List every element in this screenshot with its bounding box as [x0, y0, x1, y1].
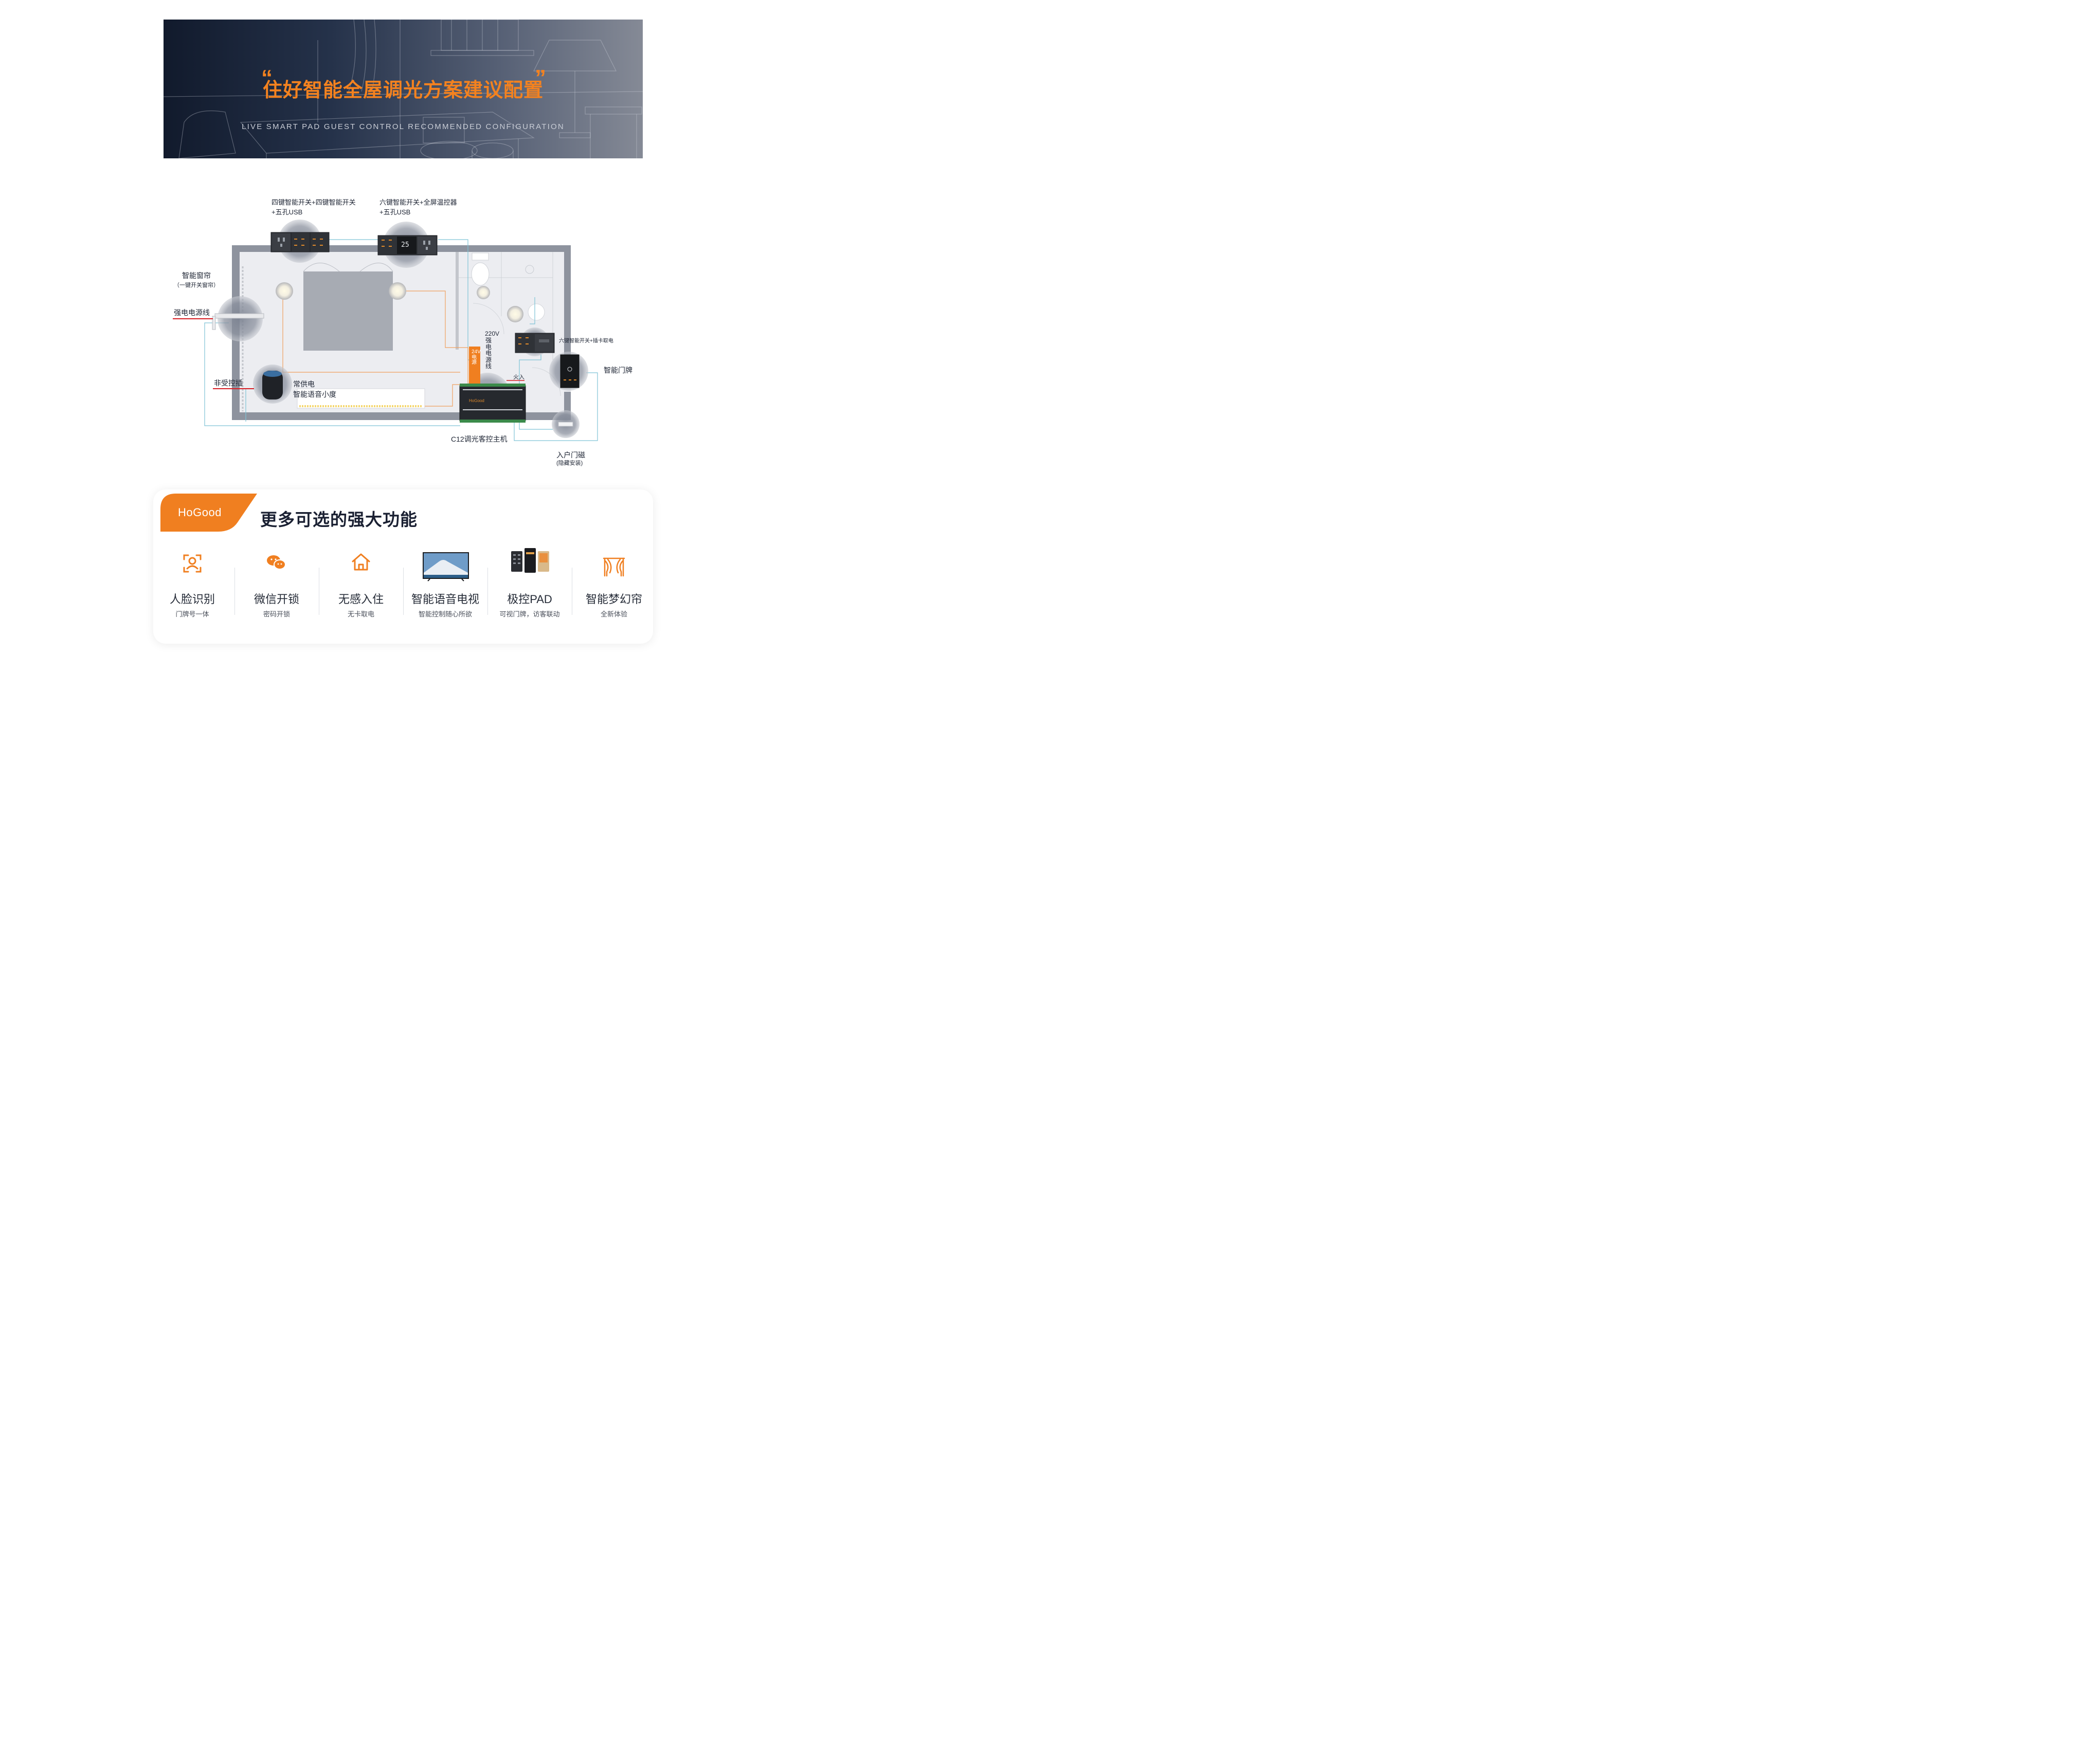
interior-sketch-illustration	[164, 20, 643, 158]
six-key-switch-thermostat-panel	[377, 235, 438, 256]
feature-face-recognition[interactable]: 人脸识别 门牌号一体	[150, 548, 234, 625]
label-host: C12调光客控主机	[451, 435, 508, 443]
feature-divider	[403, 568, 404, 615]
label-voltage: 220V	[485, 330, 500, 337]
smart-doorplate	[560, 354, 580, 388]
banner-subtitle: LIVE SMART PAD GUEST CONTROL RECOMMENDED…	[242, 122, 565, 131]
card-switch-panel	[515, 333, 555, 353]
home-icon	[352, 553, 370, 571]
socket-red-underline	[213, 388, 254, 389]
host-brand-label: HoGood	[469, 398, 484, 403]
tv-icon	[423, 552, 469, 581]
close-quote: ”	[535, 65, 546, 90]
basin	[528, 303, 545, 321]
door-magnetic-sensor	[558, 422, 573, 427]
curtain-motor	[212, 313, 264, 330]
down-light	[276, 282, 293, 300]
banner: “ 住好智能全屋调光方案建议配置 ” LIVE SMART PAD GUEST …	[164, 20, 643, 158]
label-top-right-switch: 六键智能开关+全屏温控器 +五孔USB	[379, 198, 457, 216]
power-supply-box	[469, 347, 480, 384]
brand-tab	[160, 494, 257, 532]
label-top-left-switch: 四键智能开关+四键智能开关 +五孔USB	[272, 198, 356, 216]
label-live-wire: 火入	[513, 374, 524, 380]
label-power-supply: 24V电源	[472, 349, 481, 366]
curtain-icon	[603, 557, 625, 577]
feature-smart-curtain[interactable]: 智能梦幻帘 全新体验	[572, 548, 656, 625]
down-light	[507, 306, 523, 322]
feature-voice-tv[interactable]: 智能语音电视 智能控制随心所欲	[403, 548, 487, 625]
label-curtain-sub: （一键开关窗帘）	[174, 282, 219, 288]
feature-control-pad[interactable]: 极控PAD 可视门牌，访客联动	[487, 548, 572, 625]
label-door-sensor: 入户门磁	[556, 451, 585, 459]
thermostat-reading: 25	[401, 241, 409, 249]
banner-title: 住好智能全屋调光方案建议配置	[262, 80, 544, 101]
smart-speaker	[262, 371, 283, 399]
feature-divider	[234, 568, 235, 615]
label-door-sensor-sub: (隐藏安装)	[556, 460, 583, 466]
down-light	[389, 282, 406, 300]
feature-seamless-checkin[interactable]: 无感入住 无卡取电	[319, 548, 403, 625]
control-pad-icon	[511, 548, 549, 573]
label-card-switch: 六键智能开关+插卡取电	[559, 338, 613, 344]
floor-plan-diagram	[204, 220, 598, 441]
label-doorplate: 智能门牌	[604, 366, 632, 374]
feature-wechat-unlock[interactable]: 微信开锁 密码开锁	[234, 548, 319, 625]
brand-name: HoGood	[178, 506, 222, 519]
toilet	[471, 252, 490, 286]
down-light	[477, 286, 490, 299]
label-non-controlled-socket: 非受控插	[214, 379, 243, 387]
wechat-icon	[267, 555, 286, 570]
label-speaker: 常供电 智能语音小度	[293, 380, 336, 399]
bed	[303, 263, 393, 351]
features-title: 更多可选的强大功能	[260, 510, 418, 529]
feature-divider	[487, 568, 488, 615]
c12-host-controller	[459, 384, 526, 423]
shower-head	[525, 265, 534, 274]
power-line-red-underline	[173, 318, 213, 319]
brand-tab-text-wrap: HoGood	[160, 494, 257, 532]
curtain-motor-halo	[218, 296, 263, 341]
label-power-line: 强电电源线	[174, 308, 210, 317]
four-key-switch-panel	[270, 232, 330, 252]
face-recognition-icon	[183, 554, 202, 573]
tv-stand	[297, 388, 425, 409]
label-power-line-vertical: 强电电源线	[485, 337, 492, 370]
label-curtain: 智能窗帘	[182, 271, 211, 280]
open-quote: “	[261, 65, 273, 90]
